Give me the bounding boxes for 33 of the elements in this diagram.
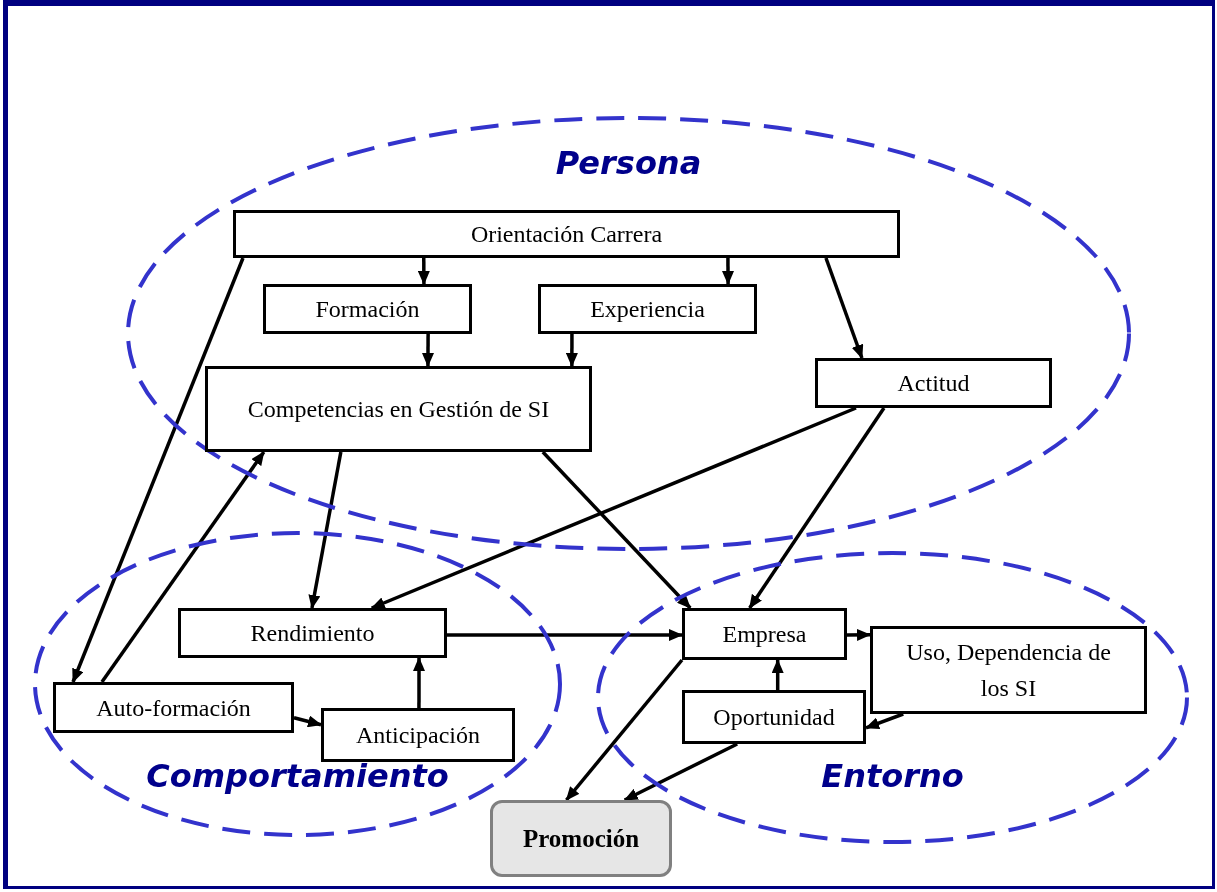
process-box: Rendimiento <box>178 608 447 658</box>
arrow <box>565 658 684 802</box>
group-title: Entorno <box>821 756 964 796</box>
arrow <box>417 258 430 285</box>
arrow <box>865 712 904 730</box>
process-box: Anticipación <box>321 708 515 762</box>
arrow <box>293 715 322 728</box>
arrow <box>824 257 864 359</box>
arrow <box>308 451 343 609</box>
process-box: Orientación Carrera <box>233 210 900 258</box>
arrow <box>370 406 857 610</box>
process-box: Formación <box>263 284 472 334</box>
process-box: Actitud <box>815 358 1052 408</box>
process-box: Auto-formación <box>53 682 294 733</box>
arrow <box>623 742 738 802</box>
arrow <box>413 657 425 708</box>
arrow <box>541 450 692 610</box>
process-box: Empresa <box>682 608 847 660</box>
process-box: Experiencia <box>538 284 757 334</box>
arrow <box>748 407 886 609</box>
arrow <box>100 451 266 683</box>
arrow <box>447 629 683 642</box>
arrow <box>71 257 245 683</box>
process-box: Oportunidad <box>682 690 866 744</box>
process-box: Uso, Dependencia de los SI <box>870 626 1147 714</box>
group-title: Persona <box>555 143 702 183</box>
process-box: Competencias en Gestión de SI <box>205 366 592 452</box>
arrow <box>565 334 578 367</box>
result-box: Promoción <box>490 800 672 877</box>
arrow <box>422 334 434 367</box>
arrow <box>847 628 871 641</box>
arrow <box>771 659 784 690</box>
arrow <box>722 258 734 285</box>
